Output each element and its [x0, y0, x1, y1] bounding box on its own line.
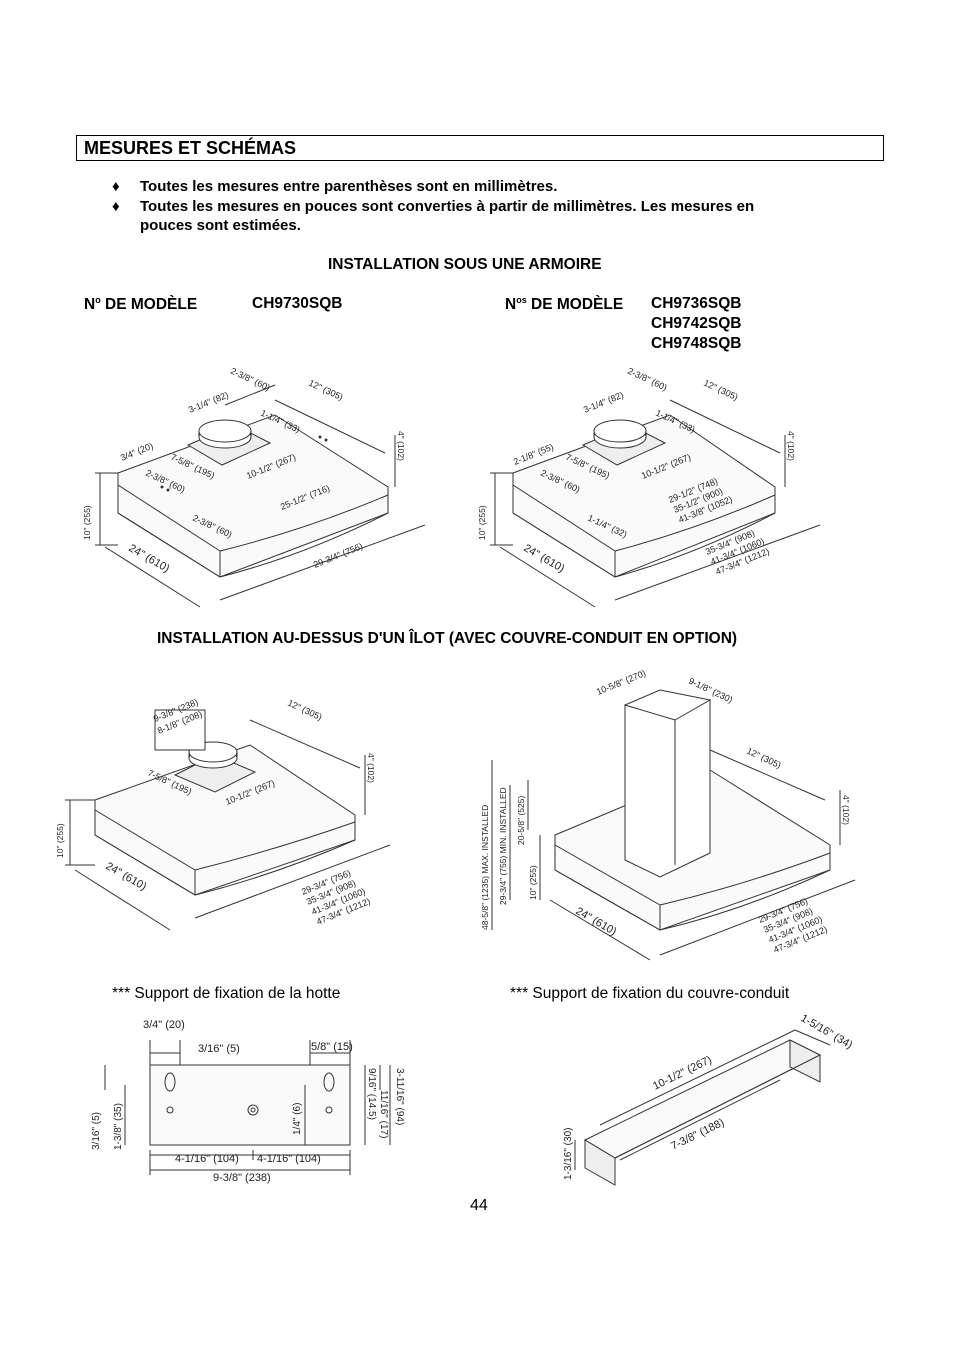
- bullet-text-2b: pouces sont estimées.: [140, 217, 301, 234]
- svg-text:4" (102): 4" (102): [396, 431, 406, 461]
- svg-text:3-11/16" (94): 3-11/16" (94): [394, 1068, 405, 1125]
- svg-text:1-5/16" (34): 1-5/16" (34): [799, 1012, 855, 1051]
- svg-text:11/16" (17): 11/16" (17): [378, 1090, 389, 1138]
- svg-text:20-5/8" (525): 20-5/8" (525): [516, 796, 526, 845]
- svg-text:1-3/8" (35): 1-3/8" (35): [113, 1103, 124, 1150]
- diamond-bullet-icon: ♦: [112, 198, 120, 215]
- duct-bracket-diagram: 1-5/16" (34) 10-1/2" (267) 7-3/8" (188) …: [563, 1012, 855, 1186]
- svg-text:3/16" (5): 3/16" (5): [91, 1112, 102, 1150]
- svg-text:4" (102): 4" (102): [841, 795, 851, 825]
- svg-text:10" (255): 10" (255): [477, 505, 487, 540]
- model-number-right-2: CH9742SQB: [651, 315, 742, 332]
- svg-text:3-1/4" (82): 3-1/4" (82): [582, 390, 625, 415]
- svg-text:9-3/8" (238): 9-3/8" (238): [213, 1172, 271, 1184]
- bullet-text-2a: Toutes les mesures en pouces sont conver…: [140, 198, 755, 215]
- diamond-bullet-icon: ♦: [112, 178, 120, 195]
- svg-text:12" (305): 12" (305): [286, 698, 324, 723]
- hood-bracket-diagram: 3/4" (20) 3/16" (5) 5/8" (15) 3-11/16" (…: [91, 1019, 405, 1184]
- svg-text:3/16" (5): 3/16" (5): [198, 1043, 240, 1055]
- svg-text:4-1/16" (104): 4-1/16" (104): [257, 1153, 321, 1165]
- model-label-left: No DE MODÈLE: [84, 295, 198, 314]
- model-label-right: Nos DE MODÈLE: [505, 295, 624, 314]
- under-cabinet-diagram-left: 2-3/8" (60) 12" (305) 3-1/4" (82) 1-1/4"…: [82, 366, 426, 608]
- bullet-text-1: Toutes les mesures entre parenthèses son…: [140, 178, 558, 195]
- page-number: 44: [470, 1197, 488, 1214]
- svg-text:10" (255): 10" (255): [82, 505, 92, 540]
- svg-text:24" (610): 24" (610): [127, 542, 172, 575]
- svg-text:1/4" (6): 1/4" (6): [292, 1103, 303, 1135]
- svg-text:3/4" (20): 3/4" (20): [143, 1019, 185, 1031]
- svg-text:5/8" (15): 5/8" (15): [311, 1041, 353, 1053]
- island-heading: INSTALLATION AU-DESSUS D'UN ÎLOT (AVEC C…: [157, 630, 738, 647]
- svg-text:48-5/8" (1235) MAX. INSTALLED: 48-5/8" (1235) MAX. INSTALLED: [480, 805, 490, 930]
- section-title: MESURES ET SCHÉMAS: [84, 138, 297, 158]
- svg-text:10" (255): 10" (255): [528, 865, 538, 900]
- svg-text:24" (610): 24" (610): [104, 860, 149, 893]
- svg-text:10-5/8" (270): 10-5/8" (270): [595, 668, 647, 697]
- svg-text:9/16" (14.5): 9/16" (14.5): [366, 1068, 377, 1120]
- svg-text:10" (255): 10" (255): [55, 823, 65, 858]
- hood-bracket-caption: *** Support de fixation de la hotte: [112, 985, 341, 1002]
- model-number-right-1: CH9736SQB: [651, 295, 742, 312]
- svg-text:3-1/4" (82): 3-1/4" (82): [187, 390, 230, 415]
- island-diagram-left: 9-3/8" (238) 8-1/8" (208) 12" (305) 4" (…: [55, 697, 391, 931]
- svg-text:29-3/4" (755) MIN. INSTALLED: 29-3/4" (755) MIN. INSTALLED: [498, 787, 508, 905]
- svg-text:2-3/8" (60): 2-3/8" (60): [626, 366, 668, 393]
- model-number-left: CH9730SQB: [252, 295, 343, 312]
- svg-text:24" (610): 24" (610): [522, 542, 567, 575]
- svg-text:1-3/16" (30): 1-3/16" (30): [563, 1128, 574, 1180]
- model-number-right-3: CH9748SQB: [651, 335, 742, 352]
- svg-text:4" (102): 4" (102): [366, 753, 376, 783]
- under-cabinet-heading: INSTALLATION SOUS UNE ARMOIRE: [328, 256, 602, 273]
- svg-text:12" (305): 12" (305): [745, 746, 783, 771]
- section-title-box: [76, 135, 884, 161]
- svg-text:24" (610): 24" (610): [574, 905, 619, 938]
- svg-text:4" (102): 4" (102): [786, 431, 796, 461]
- duct-bracket-caption: *** Support de fixation du couvre-condui…: [510, 985, 790, 1002]
- under-cabinet-diagram-right: 2-3/8" (60) 12" (305) 3-1/4" (82) 1-1/4"…: [477, 366, 821, 608]
- svg-text:3/4" (20): 3/4" (20): [119, 441, 154, 463]
- svg-text:4-1/16" (104): 4-1/16" (104): [175, 1153, 239, 1165]
- svg-text:12" (305): 12" (305): [702, 378, 740, 403]
- svg-text:29-3/4" (756): 29-3/4" (756): [312, 541, 364, 570]
- svg-text:2-3/8" (60): 2-3/8" (60): [229, 366, 271, 393]
- svg-text:12" (305): 12" (305): [307, 378, 345, 403]
- island-diagram-right: 10-5/8" (270) 9-1/8" (230) 12" (305) 4" …: [480, 668, 856, 961]
